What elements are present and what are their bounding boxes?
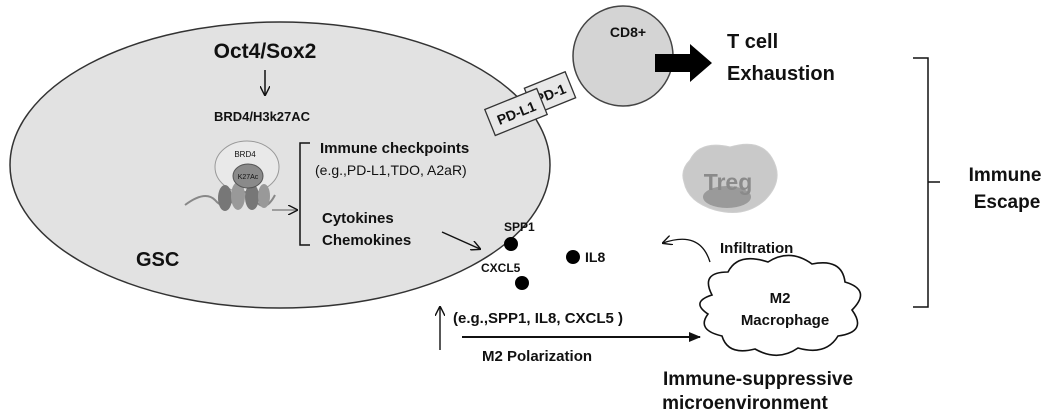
infiltration-arrow <box>663 239 711 263</box>
gene-bracket <box>299 142 310 246</box>
il8-label: IL8 <box>585 249 605 265</box>
cytokines-label: Cytokines <box>322 210 394 227</box>
chemokines-label: Chemokines <box>322 232 411 249</box>
gsc-cell <box>9 21 551 309</box>
nucleosome-brd4-label: BRD4 <box>234 150 256 159</box>
escape-label: Escape <box>974 192 1041 213</box>
checkpoints-examples-label: (e.g.,PD-L1,TDO, A2aR) <box>315 162 467 178</box>
secretion-arrow <box>441 231 480 249</box>
treg-label: Treg <box>704 169 753 195</box>
polarization-examples-label: (e.g.,SPP1, IL8, CXCL5 ) <box>453 310 623 327</box>
m2-polarization-label: M2 Polarization <box>482 348 592 365</box>
immune-checkpoints-label: Immune checkpoints <box>320 140 469 157</box>
m2-macrophage-cloud <box>699 254 862 357</box>
spp1-label: SPP1 <box>504 220 535 234</box>
exhaustion-block-arrow <box>655 44 712 82</box>
immune-escape-bracket <box>913 57 940 308</box>
cd8-label: CD8+ <box>610 24 646 40</box>
exhaustion-label: Exhaustion <box>727 63 835 85</box>
treg-nucleus <box>703 186 751 208</box>
brd4-h3k27ac-label: BRD4/H3k27AC <box>214 109 311 124</box>
immune-suppressive-label: Immune-suppressive <box>663 369 853 390</box>
cxcl5-label: CXCL5 <box>481 261 521 275</box>
oct4-sox2-label: Oct4/Sox2 <box>214 40 317 63</box>
t-cell-label: T cell <box>727 31 778 53</box>
il8-dot <box>566 250 580 264</box>
nucleosome-icon <box>184 140 280 211</box>
immune-label: Immune <box>969 165 1042 186</box>
macrophage-label: Macrophage <box>741 312 829 329</box>
spp1-dot <box>504 237 518 251</box>
cxcl5-dot <box>515 276 529 290</box>
infiltration-label: Infiltration <box>720 240 793 257</box>
gsc-label: GSC <box>136 249 179 271</box>
m2-label: M2 <box>770 290 791 307</box>
pdl1-receptor <box>483 87 549 137</box>
microenvironment-label: microenvironment <box>662 393 828 413</box>
nucleosome-k27ac-label: K27Ac <box>238 174 259 181</box>
